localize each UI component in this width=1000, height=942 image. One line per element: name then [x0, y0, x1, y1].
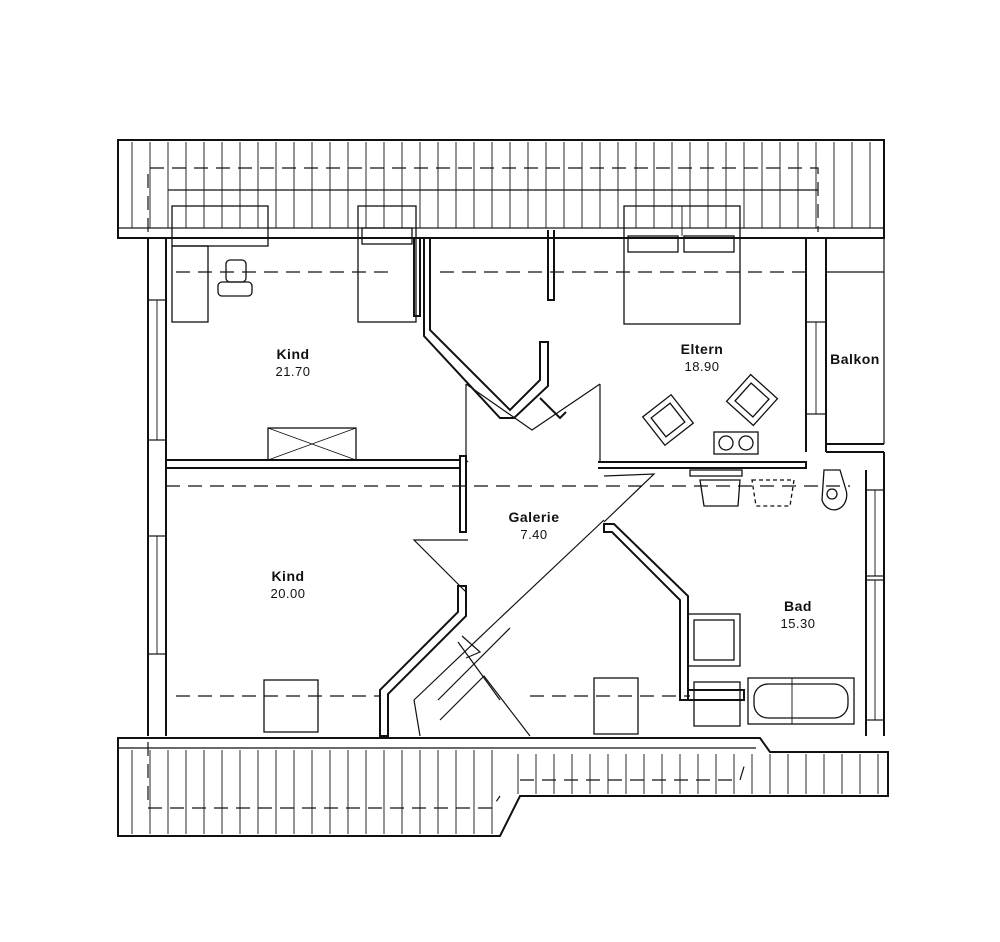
room-name: Eltern	[680, 341, 724, 357]
room-name: Bad	[784, 598, 812, 614]
room-name: Kind	[276, 346, 310, 362]
room-area: 21.70	[275, 363, 311, 379]
room-label-eltern: Eltern 18.90	[681, 341, 724, 375]
roof-top	[117, 139, 885, 239]
outer-walls	[147, 238, 885, 736]
room-label-bad: Bad 15.30	[780, 598, 815, 632]
room-label-balkon: Balkon	[830, 351, 880, 369]
room-label-kind-2: Kind 20.00	[270, 568, 305, 602]
room-name: Kind	[271, 568, 305, 584]
interior-walls	[166, 230, 807, 737]
eaves-line	[166, 271, 850, 697]
room-area: 7.40	[520, 526, 548, 542]
room-area: 20.00	[270, 585, 306, 601]
room-area: 18.90	[684, 358, 720, 374]
furniture	[171, 205, 885, 735]
room-label-kind-1: Kind 21.70	[275, 346, 310, 380]
room-name: Balkon	[830, 351, 880, 367]
room-label-galerie: Galerie 7.40	[509, 509, 560, 543]
room-name: Galerie	[508, 509, 560, 525]
room-area: 15.30	[780, 615, 816, 631]
staircase	[412, 383, 656, 737]
roof-bottom	[117, 737, 889, 837]
